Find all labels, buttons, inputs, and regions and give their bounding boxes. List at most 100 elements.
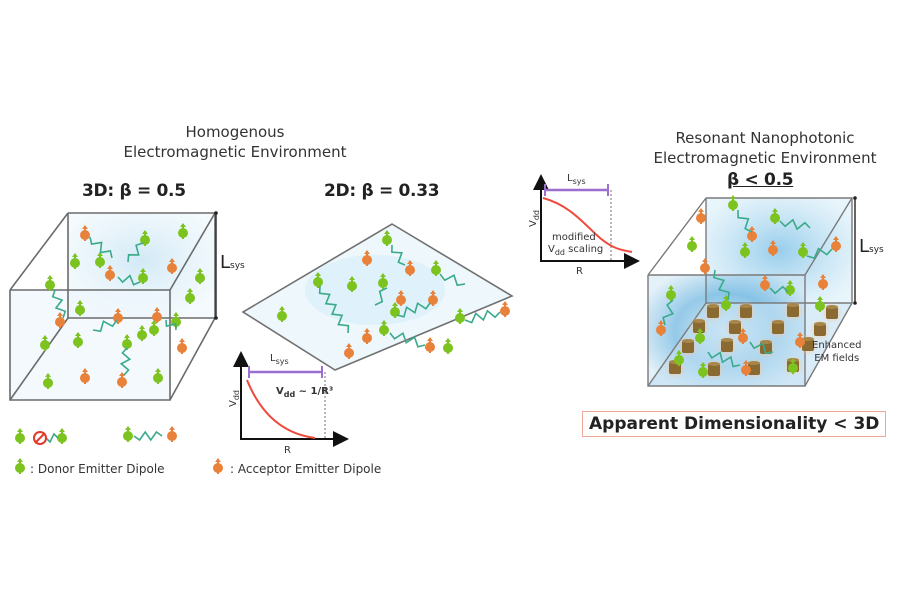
dipole-layer bbox=[15, 195, 841, 474]
energy-transfer-wave-icon bbox=[51, 289, 67, 319]
energy-transfer-wave-icon bbox=[127, 242, 144, 263]
nanopillar-icon bbox=[677, 336, 699, 358]
donor-dipole-icon bbox=[785, 280, 795, 296]
energy-transfer-wave-icon bbox=[707, 351, 741, 368]
donor-dipole-icon bbox=[687, 236, 697, 252]
acceptor-dipole-icon bbox=[696, 208, 706, 224]
right-title-line2: Electromagnetic Environment bbox=[653, 149, 877, 167]
acceptor-dipole-icon bbox=[152, 307, 162, 323]
right-inset-yaxis: Vdd bbox=[528, 210, 541, 227]
right-inset-lsys: Lsys bbox=[567, 173, 586, 186]
enhanced-em-fields-label: Enhanced EM fields bbox=[812, 340, 862, 364]
donor-dipole-icon bbox=[740, 242, 750, 258]
lsys-label-resonant: Lsys bbox=[859, 236, 884, 257]
donor-dipole-icon bbox=[40, 335, 50, 351]
acceptor-dipole-icon bbox=[768, 240, 778, 256]
donor-dipole-icon bbox=[728, 195, 738, 211]
donor-dipole-icon bbox=[815, 296, 825, 312]
energy-transfer-wave-icon bbox=[769, 285, 789, 295]
donor-dipole-icon bbox=[277, 306, 287, 322]
donor-dipole-icon bbox=[695, 328, 705, 344]
acceptor-dipole-icon bbox=[167, 258, 177, 274]
acceptor-dipole-icon bbox=[362, 328, 372, 344]
acceptor-dipole-icon bbox=[795, 332, 805, 348]
inset-plot-left bbox=[233, 351, 349, 447]
energy-transfer-wave-icon bbox=[45, 432, 59, 444]
donor-dipole-icon bbox=[431, 260, 441, 276]
nanopillar-icon bbox=[724, 317, 746, 339]
energy-transfer-wave-icon bbox=[389, 331, 426, 348]
energy-transfer-wave-icon bbox=[133, 430, 163, 442]
acceptor-dipole-icon bbox=[428, 290, 438, 306]
donor-dipole-icon bbox=[378, 273, 388, 289]
acceptor-dipole-icon bbox=[105, 265, 115, 281]
energy-transfer-wave-icon bbox=[92, 319, 118, 333]
acceptor-dipole-icon bbox=[177, 338, 187, 354]
nanopillar-icon bbox=[821, 302, 843, 324]
donor-dipole-icon bbox=[73, 332, 83, 348]
donor-dipole-icon bbox=[70, 253, 80, 269]
donor-dipole-icon bbox=[443, 338, 453, 354]
energy-transfer-wave-icon bbox=[391, 244, 406, 266]
left-title-line2: Electromagnetic Environment bbox=[123, 143, 347, 161]
acceptor-dipole-icon bbox=[656, 320, 666, 336]
plane-2d bbox=[241, 223, 514, 371]
no-transfer-icon bbox=[33, 431, 47, 445]
energy-transfer-wave-icon bbox=[749, 341, 774, 355]
donor-dipole-icon bbox=[770, 208, 780, 224]
right-title-line1: Resonant Nanophotonic bbox=[675, 129, 855, 147]
legend-donor-icon bbox=[15, 458, 25, 474]
donor-dipole-icon bbox=[122, 334, 132, 350]
donor-dipole-icon bbox=[382, 230, 392, 246]
acceptor-dipole-icon bbox=[700, 258, 710, 274]
energy-transfer-wave-icon bbox=[737, 209, 753, 233]
legend-acceptor-label: : Acceptor Emitter Dipole bbox=[230, 462, 382, 476]
acceptor-dipole-icon bbox=[396, 290, 406, 306]
energy-transfer-wave-icon bbox=[396, 301, 431, 318]
donor-dipole-icon bbox=[45, 275, 55, 291]
energy-transfer-wave-icon bbox=[713, 269, 730, 301]
label-2d-beta: 2D: β = 0.33 bbox=[324, 181, 440, 201]
donor-dipole-icon bbox=[57, 428, 67, 444]
label-3d-beta: 3D: β = 0.5 bbox=[82, 181, 186, 201]
energy-transfer-wave-icon bbox=[779, 218, 811, 231]
acceptor-dipole-icon bbox=[113, 308, 123, 324]
donor-dipole-icon bbox=[15, 428, 25, 444]
donor-dipole-icon bbox=[138, 268, 148, 284]
acceptor-dipole-icon bbox=[117, 372, 127, 388]
donor-dipole-icon bbox=[455, 308, 465, 324]
dipole-coupling-curve-modified bbox=[542, 197, 633, 253]
donor-dipole-icon bbox=[75, 300, 85, 316]
donor-dipole-icon bbox=[178, 223, 188, 239]
left-inset-yaxis: Vdd bbox=[228, 390, 241, 407]
apparent-dimensionality-box: Apparent Dimensionality < 3D bbox=[582, 411, 887, 437]
donor-dipole-icon bbox=[798, 242, 808, 258]
acceptor-dipole-icon bbox=[55, 312, 65, 328]
nanopillar-icon bbox=[782, 300, 804, 322]
donor-dipole-icon bbox=[43, 373, 53, 389]
energy-transfer-wave-icon bbox=[662, 299, 675, 326]
energy-transfer-wave-icon bbox=[119, 347, 132, 376]
donor-dipole-icon bbox=[149, 320, 159, 336]
nanopillar-icon bbox=[703, 359, 725, 381]
energy-transfer-wave-icon bbox=[439, 273, 466, 287]
nanopillar-icon bbox=[688, 316, 710, 338]
nanopillar-icon bbox=[716, 335, 738, 357]
acceptor-dipole-icon bbox=[760, 275, 770, 291]
right-inset-xaxis: R bbox=[576, 266, 583, 277]
acceptor-dipole-icon bbox=[500, 301, 510, 317]
nanopillar-icon bbox=[767, 317, 789, 339]
donor-dipole-icon bbox=[698, 362, 708, 378]
energy-transfer-wave-icon bbox=[464, 309, 501, 324]
acceptor-dipole-icon bbox=[831, 236, 841, 252]
donor-dipole-icon bbox=[313, 272, 323, 288]
acceptor-dipole-icon bbox=[362, 250, 372, 266]
energy-transfer-wave-icon bbox=[318, 285, 350, 334]
donor-dipole-icon bbox=[195, 268, 205, 284]
left-inset-xaxis: R bbox=[284, 445, 291, 456]
donor-dipole-icon bbox=[137, 325, 147, 341]
acceptor-dipole-icon bbox=[344, 343, 354, 359]
energy-transfer-wave-icon bbox=[89, 236, 113, 259]
energy-transfer-wave-icon bbox=[117, 274, 141, 286]
acceptor-dipole-icon bbox=[425, 337, 435, 353]
